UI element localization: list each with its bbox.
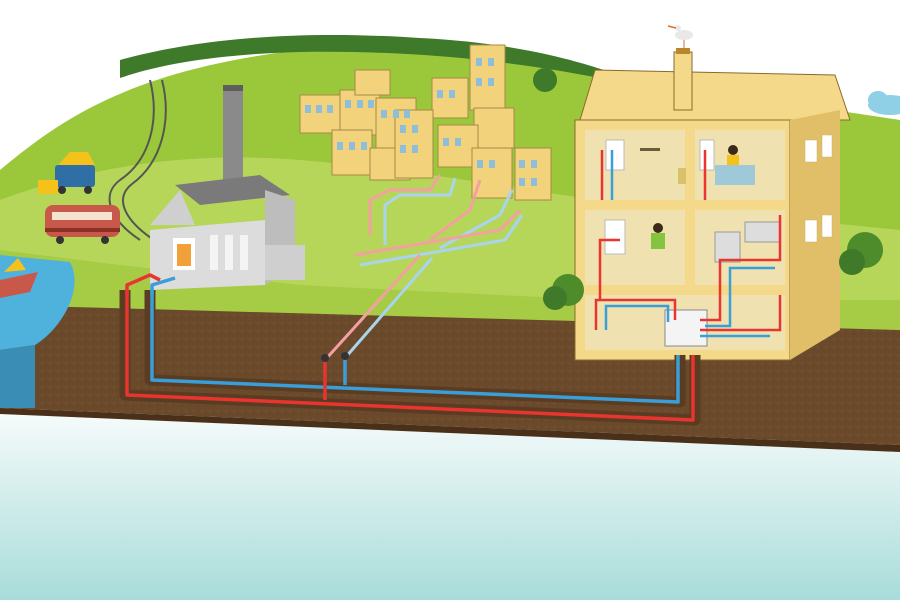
apartment-block-cluster	[299, 44, 552, 201]
cloud-icon	[868, 91, 900, 115]
district-heating-pipes	[119, 273, 701, 426]
boat-icon	[0, 258, 38, 298]
train-icon	[45, 205, 120, 244]
truck-icon	[38, 152, 95, 194]
bird-icon	[667, 25, 693, 48]
substation-heat-exchanger	[664, 309, 708, 347]
house-pipes	[594, 150, 782, 338]
plant-chimney	[223, 85, 243, 185]
heating-plant	[150, 85, 305, 290]
town-pipe-network	[323, 174, 524, 362]
radiator-icon	[604, 139, 715, 255]
person-icon	[651, 145, 739, 249]
cold-return-pipe	[150, 290, 680, 404]
flame-icon	[177, 244, 191, 266]
tree-icon	[533, 68, 883, 310]
hot-supply-pipe	[125, 290, 695, 422]
cutaway-house	[574, 25, 851, 361]
